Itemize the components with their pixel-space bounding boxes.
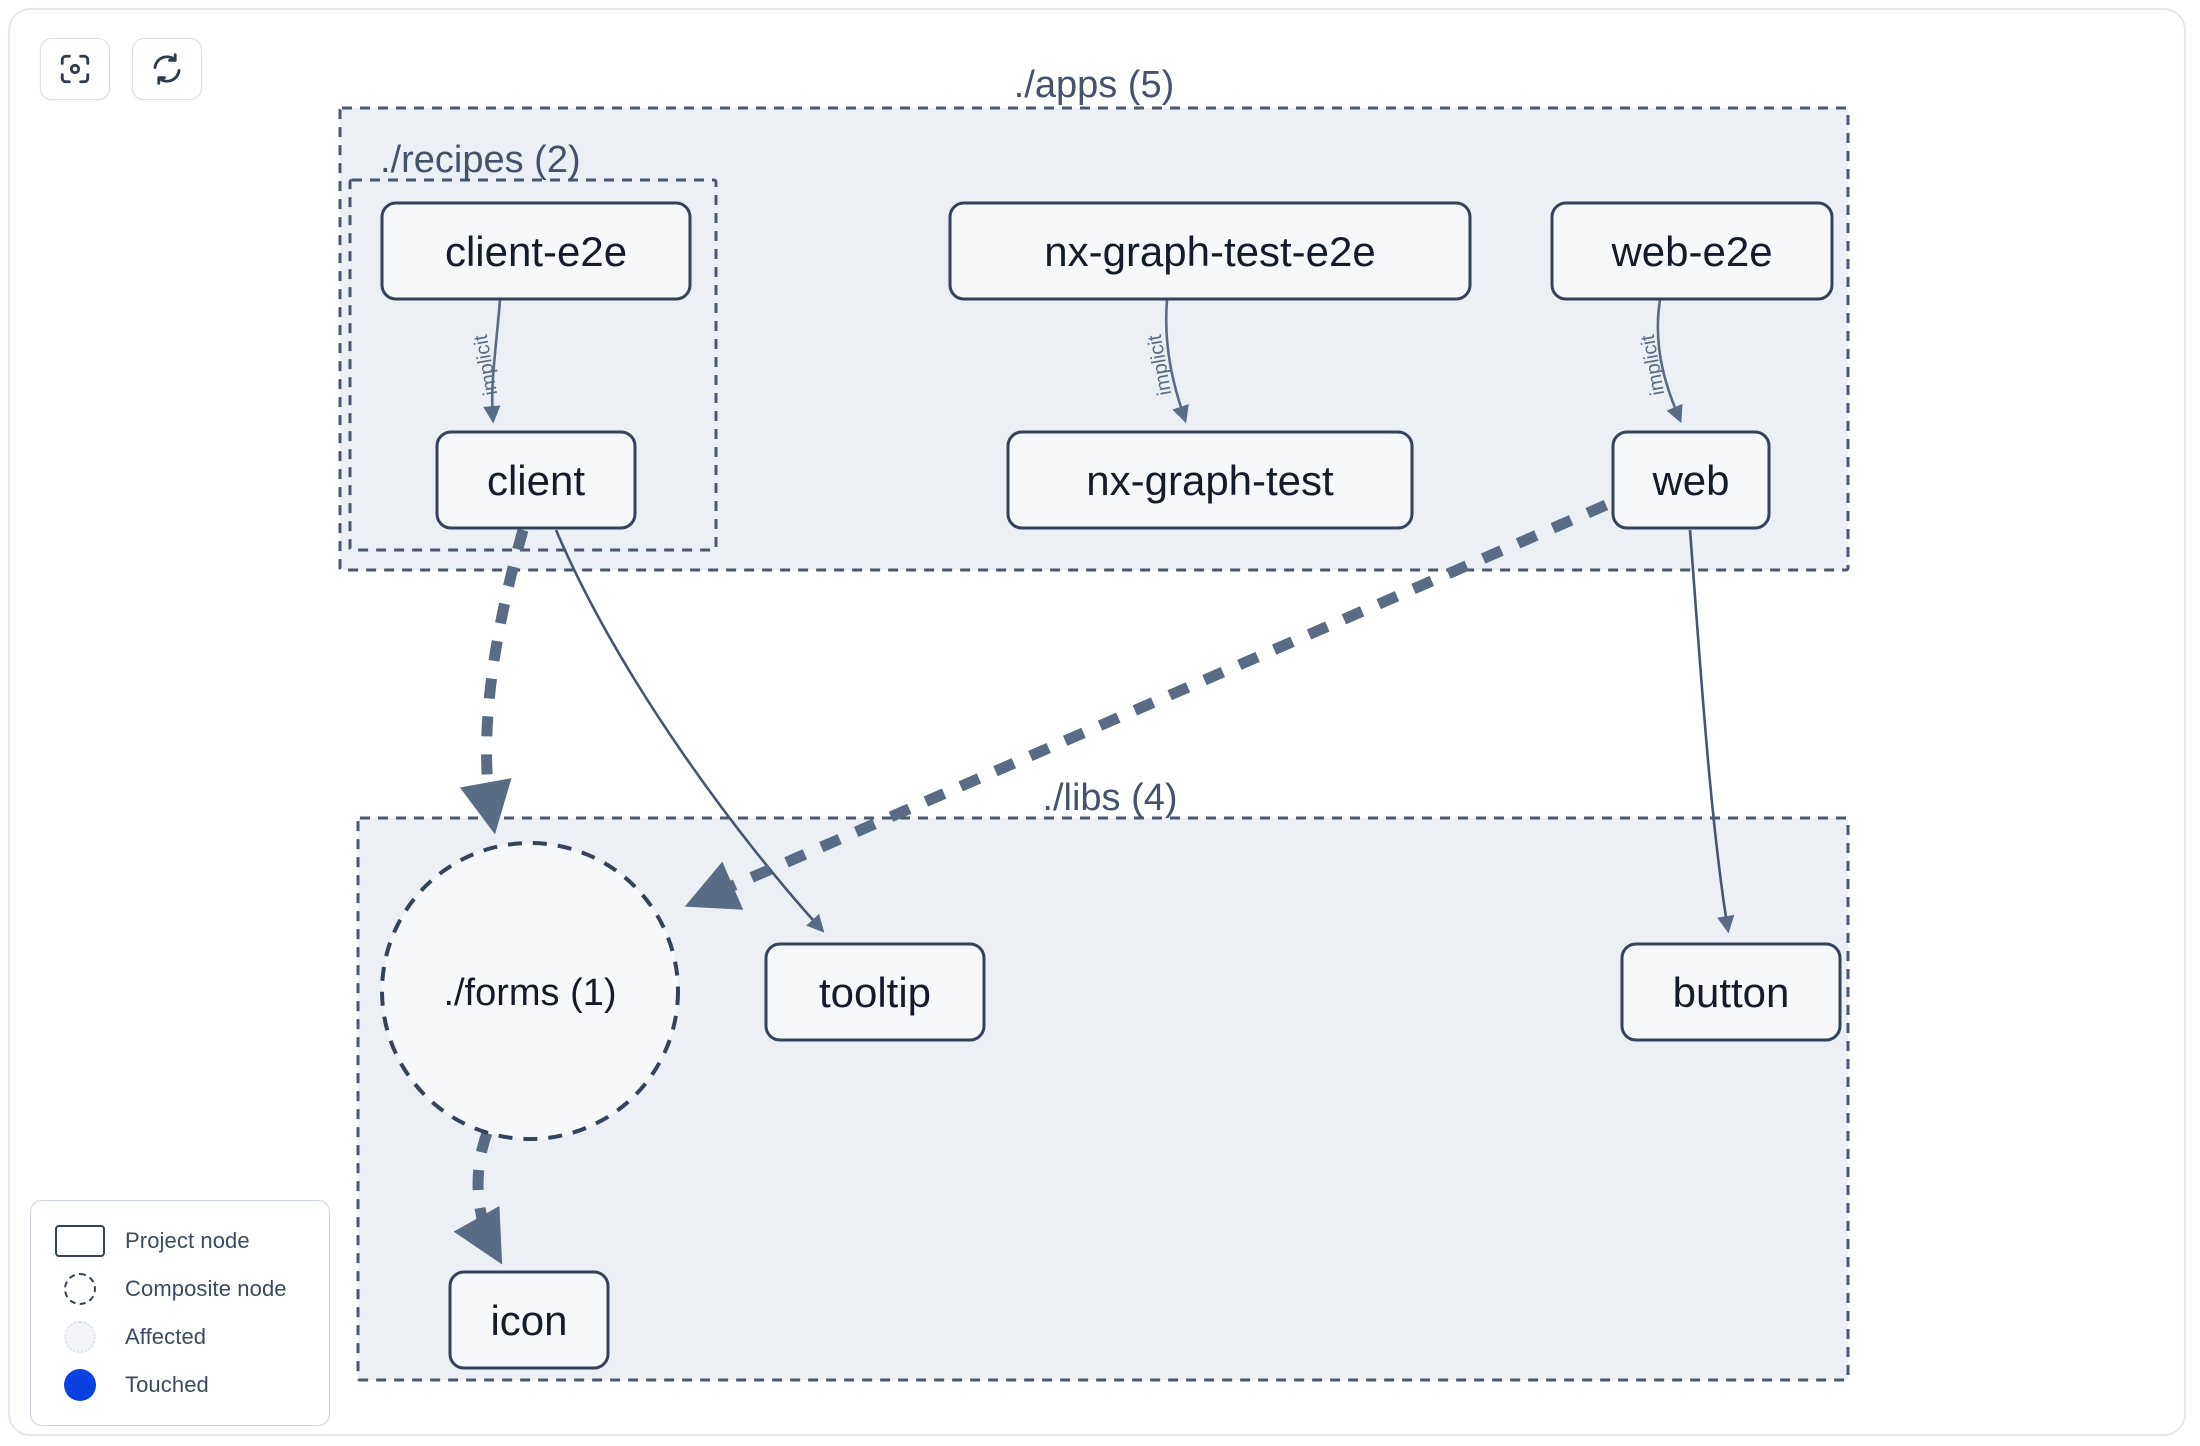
affected-swatch [53, 1320, 107, 1354]
graph-toolbar [40, 38, 202, 100]
node-tooltip[interactable]: tooltip [764, 942, 986, 1042]
group-recipes-label: ./recipes (2) [380, 139, 581, 181]
touched-swatch [53, 1368, 107, 1402]
edge-line [1656, 299, 1683, 424]
edge-forms-to-icon[interactable] [453, 1131, 503, 1265]
node-box[interactable] [1550, 201, 1834, 301]
edge-line [1164, 299, 1189, 424]
edge-web-to-button[interactable] [1688, 529, 1735, 934]
edge-line [684, 499, 1609, 910]
node-box[interactable] [764, 942, 986, 1042]
graph-legend: Project node Composite node Affected Tou… [30, 1200, 330, 1426]
node-button[interactable]: button [1620, 942, 1842, 1042]
node-label: button [1673, 969, 1790, 1016]
refresh-graph-button[interactable] [132, 38, 202, 100]
edge-line [554, 529, 825, 933]
legend-item-touched: Touched [53, 1361, 311, 1409]
node-client-e2e[interactable]: client-e2e [380, 201, 692, 301]
node-box[interactable] [1611, 430, 1771, 530]
node-label: ./forms (1) [443, 972, 616, 1014]
node-box[interactable] [1620, 942, 1842, 1042]
edge-client-to-forms[interactable] [459, 528, 529, 835]
refresh-icon [150, 52, 184, 86]
project-node-swatch [53, 1224, 107, 1258]
node-icon[interactable]: icon [448, 1270, 610, 1370]
group-apps-label: ./apps (5) [1014, 64, 1175, 106]
group-libs-label: ./libs (4) [1042, 777, 1177, 819]
edge-client-to-tooltip[interactable] [554, 529, 825, 933]
node-nx-graph-test[interactable]: nx-graph-test [1006, 430, 1414, 530]
node-web[interactable]: web [1611, 430, 1771, 530]
node-box[interactable] [448, 1270, 610, 1370]
focus-target-icon [58, 52, 92, 86]
edge-line [483, 299, 502, 424]
node-box[interactable] [948, 201, 1472, 301]
group-libs[interactable]: ./libs (4) [356, 777, 1850, 1382]
edge-line [1688, 529, 1735, 934]
edge-web-to-forms[interactable] [684, 499, 1609, 910]
node-box[interactable] [435, 430, 637, 530]
node-label: client [487, 457, 585, 504]
node-forms-composite[interactable]: ./forms (1) [380, 841, 680, 1141]
edge-line [453, 1131, 503, 1265]
node-label: client-e2e [445, 228, 627, 275]
node-label: icon [490, 1297, 567, 1344]
node-label: nx-graph-test [1086, 457, 1334, 504]
node-nx-graph-test-e2e[interactable]: nx-graph-test-e2e [948, 201, 1472, 301]
node-box[interactable] [1006, 430, 1414, 530]
legend-item-project-node: Project node [53, 1217, 311, 1265]
node-label: web-e2e [1610, 228, 1772, 275]
legend-label: Affected [125, 1324, 207, 1349]
legend-label: Project node [125, 1228, 250, 1253]
legend-item-affected: Affected [53, 1313, 311, 1361]
legend-label: Touched [125, 1372, 209, 1397]
legend-item-composite-node: Composite node [53, 1265, 311, 1313]
node-client[interactable]: client [435, 430, 637, 530]
composite-node-circle[interactable] [380, 841, 680, 1141]
composite-node-swatch [53, 1272, 107, 1306]
node-label: tooltip [819, 969, 931, 1016]
group-libs-box[interactable] [356, 816, 1850, 1382]
edge-line [459, 528, 529, 835]
node-label: nx-graph-test-e2e [1044, 228, 1376, 275]
node-box[interactable] [380, 201, 692, 301]
legend-label: Composite node [125, 1276, 287, 1301]
node-web-e2e[interactable]: web-e2e [1550, 201, 1834, 301]
node-label: web [1651, 457, 1729, 504]
focus-graph-button[interactable] [40, 38, 110, 100]
